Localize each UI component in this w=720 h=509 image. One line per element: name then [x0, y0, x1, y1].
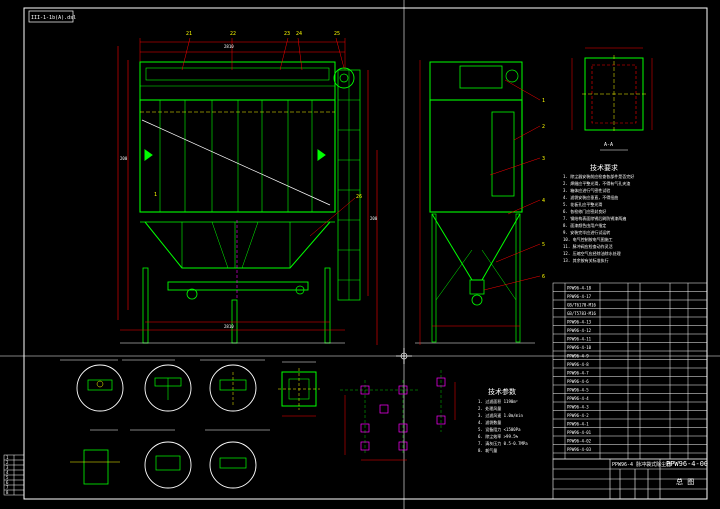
spec-note-line: 3. 过滤风速 1.0m/min — [478, 412, 523, 418]
tech-note-line: 4. 滤袋安装应垂直，不得扭曲 — [563, 194, 618, 200]
dimension-text: 2810 — [224, 44, 234, 49]
bom-row: PPW96-4-2 — [567, 413, 589, 418]
bom-row: PPW96-4-9 — [567, 354, 589, 359]
left-table-row: 3 — [6, 465, 9, 470]
callout: 26 — [356, 194, 362, 200]
bom-row: PPW96-4-1 — [567, 422, 589, 427]
spec-note-line: 7. 清灰压力 0.5-0.7MPa — [478, 440, 528, 446]
bom-row: PPW96-4-7 — [567, 371, 589, 376]
callout: 3 — [542, 156, 545, 162]
section-ee — [278, 361, 320, 417]
dimension-text: 2810 — [224, 324, 234, 329]
tech-notes: 技术要求 1. 除尘器安装前应检查各部件是否完好 2. 焊缝应平整光滑，不得有气… — [563, 163, 634, 263]
file-tag-text: III-1-1b(A).dsl — [31, 15, 76, 21]
tech-note-line: 11. 脉冲阀应检查动作灵活 — [563, 243, 613, 249]
title-block — [552, 458, 708, 500]
cursor-crosshair — [396, 348, 412, 364]
left-table-row: 2 — [6, 460, 9, 465]
bom-row: PPW96-4-17 — [567, 294, 592, 299]
tech-note-line: 8. 面漆颜色由用户指定 — [563, 222, 606, 228]
spec-notes: 技术参数 1. 过滤面积 1190m² 2. 处理风量 3. 过滤风速 1.0m… — [478, 387, 528, 453]
bom-row: PPW96-4-01 — [567, 430, 592, 435]
dimension-text: 200 — [120, 156, 128, 161]
callout: 24 — [296, 31, 302, 37]
spec-note-line: 4. 滤袋数量 — [478, 419, 501, 425]
spec-note-line: 8. 耗气量 — [478, 447, 497, 453]
callout: 1 — [154, 192, 157, 198]
spec-note-line: 5. 设备阻力 <1500Pa — [478, 426, 521, 432]
bom-row: PPW96-4-5 — [567, 388, 589, 393]
callout: 4 — [542, 198, 545, 204]
bom-row: PPW96-4-6 — [567, 379, 589, 384]
tech-note-line: 13. 其余按有关标准执行 — [563, 257, 609, 263]
tech-note-line: 5. 花板孔应平整光滑 — [563, 201, 602, 207]
tech-note-line: 7. 钢结构表面除锈后刷防锈漆两遍 — [563, 215, 626, 221]
bom-row: PPW96-4-13 — [567, 320, 592, 325]
tech-note-line: 1. 除尘器安装前应检查各部件是否完好 — [563, 173, 634, 179]
callout: 22 — [230, 31, 236, 37]
bom-row: PPW96-4-03 — [567, 447, 592, 452]
anchor-bolt-plan — [340, 370, 456, 461]
bom-row: PPW96-4-10 — [567, 345, 592, 350]
callout: 21 — [186, 31, 192, 37]
bom-row: GB/T5783-M16 — [567, 311, 596, 316]
tech-note-line: 6. 各检修门应密封良好 — [563, 208, 606, 214]
front-view — [117, 37, 378, 345]
tech-note-line: 10. 电气控制按电气图施工 — [563, 236, 613, 242]
front-view-callouts: 21 22 23 24 25 1 26 2810 200 2810 200 — [120, 31, 378, 329]
spec-note-line: 1. 过滤面积 1190m² — [478, 398, 518, 404]
bom-row: PPW96-4-02 — [567, 439, 592, 444]
spec-notes-title: 技术参数 — [488, 387, 516, 396]
bom-row: PPW96-4-4 — [567, 396, 589, 401]
tech-note-line: 12. 压缩空气应经除油除水处理 — [563, 250, 621, 256]
callout: 1 — [542, 98, 545, 104]
bom-row: PPW96-4-11 — [567, 337, 592, 342]
tech-notes-title: 技术要求 — [590, 163, 618, 172]
spec-note-line: 6. 除尘效率 >99.5% — [478, 433, 519, 439]
tech-note-line: 2. 焊缝应平整光滑，不得有气孔夹渣 — [563, 180, 630, 186]
callout: 23 — [284, 31, 290, 37]
callout: 5 — [542, 242, 545, 248]
bom-entries: PPW96-4-18 PPW96-4-17 GB/T6170-M16 GB/T5… — [567, 286, 596, 453]
left-table-row: 8 — [6, 490, 9, 495]
detail-views — [60, 359, 270, 489]
tech-note-line: 3. 箱体应进行气密性试验 — [563, 187, 610, 193]
left-table-row: 7 — [6, 485, 9, 490]
left-table-row: 5 — [6, 475, 9, 480]
side-view — [415, 60, 541, 345]
left-table-row: 6 — [6, 480, 9, 485]
title-drawing-name: PPW96-4 脉冲袋式除尘器 — [612, 461, 671, 468]
bom-row: PPW96-4-18 — [567, 286, 592, 291]
section-label: A-A — [604, 142, 613, 148]
left-table — [3, 454, 25, 496]
spec-note-line: 2. 处理风量 — [478, 405, 501, 411]
callout: 25 — [334, 31, 340, 37]
side-view-callouts: 1 2 3 4 5 6 — [542, 98, 545, 280]
file-tag: III-1-1b(A).dsl — [28, 10, 76, 23]
bom-table — [552, 282, 708, 460]
bom-row: GB/T6170-M16 — [567, 303, 596, 308]
title-drawing-no: PPW96-4-00 — [666, 460, 708, 468]
left-table-row: 1 — [6, 455, 9, 460]
callout: 6 — [542, 274, 545, 280]
title-block-text: PPW96-4 脉冲袋式除尘器 PPW96-4-00 总 图 — [612, 460, 708, 486]
bom-row: PPW96-4-12 — [567, 328, 592, 333]
bom-row: PPW96-4-3 — [567, 405, 589, 410]
title-sheet: 总 图 — [676, 477, 694, 486]
left-table-text: 1 2 3 4 5 6 7 8 — [6, 455, 9, 495]
tech-note-line: 9. 安装完毕应进行试运转 — [563, 229, 610, 235]
callout: 2 — [542, 124, 545, 130]
bom-row: PPW96-4-8 — [567, 362, 589, 367]
left-table-row: 4 — [6, 470, 9, 475]
section-view — [571, 47, 653, 151]
dimension-text: 200 — [370, 216, 378, 221]
